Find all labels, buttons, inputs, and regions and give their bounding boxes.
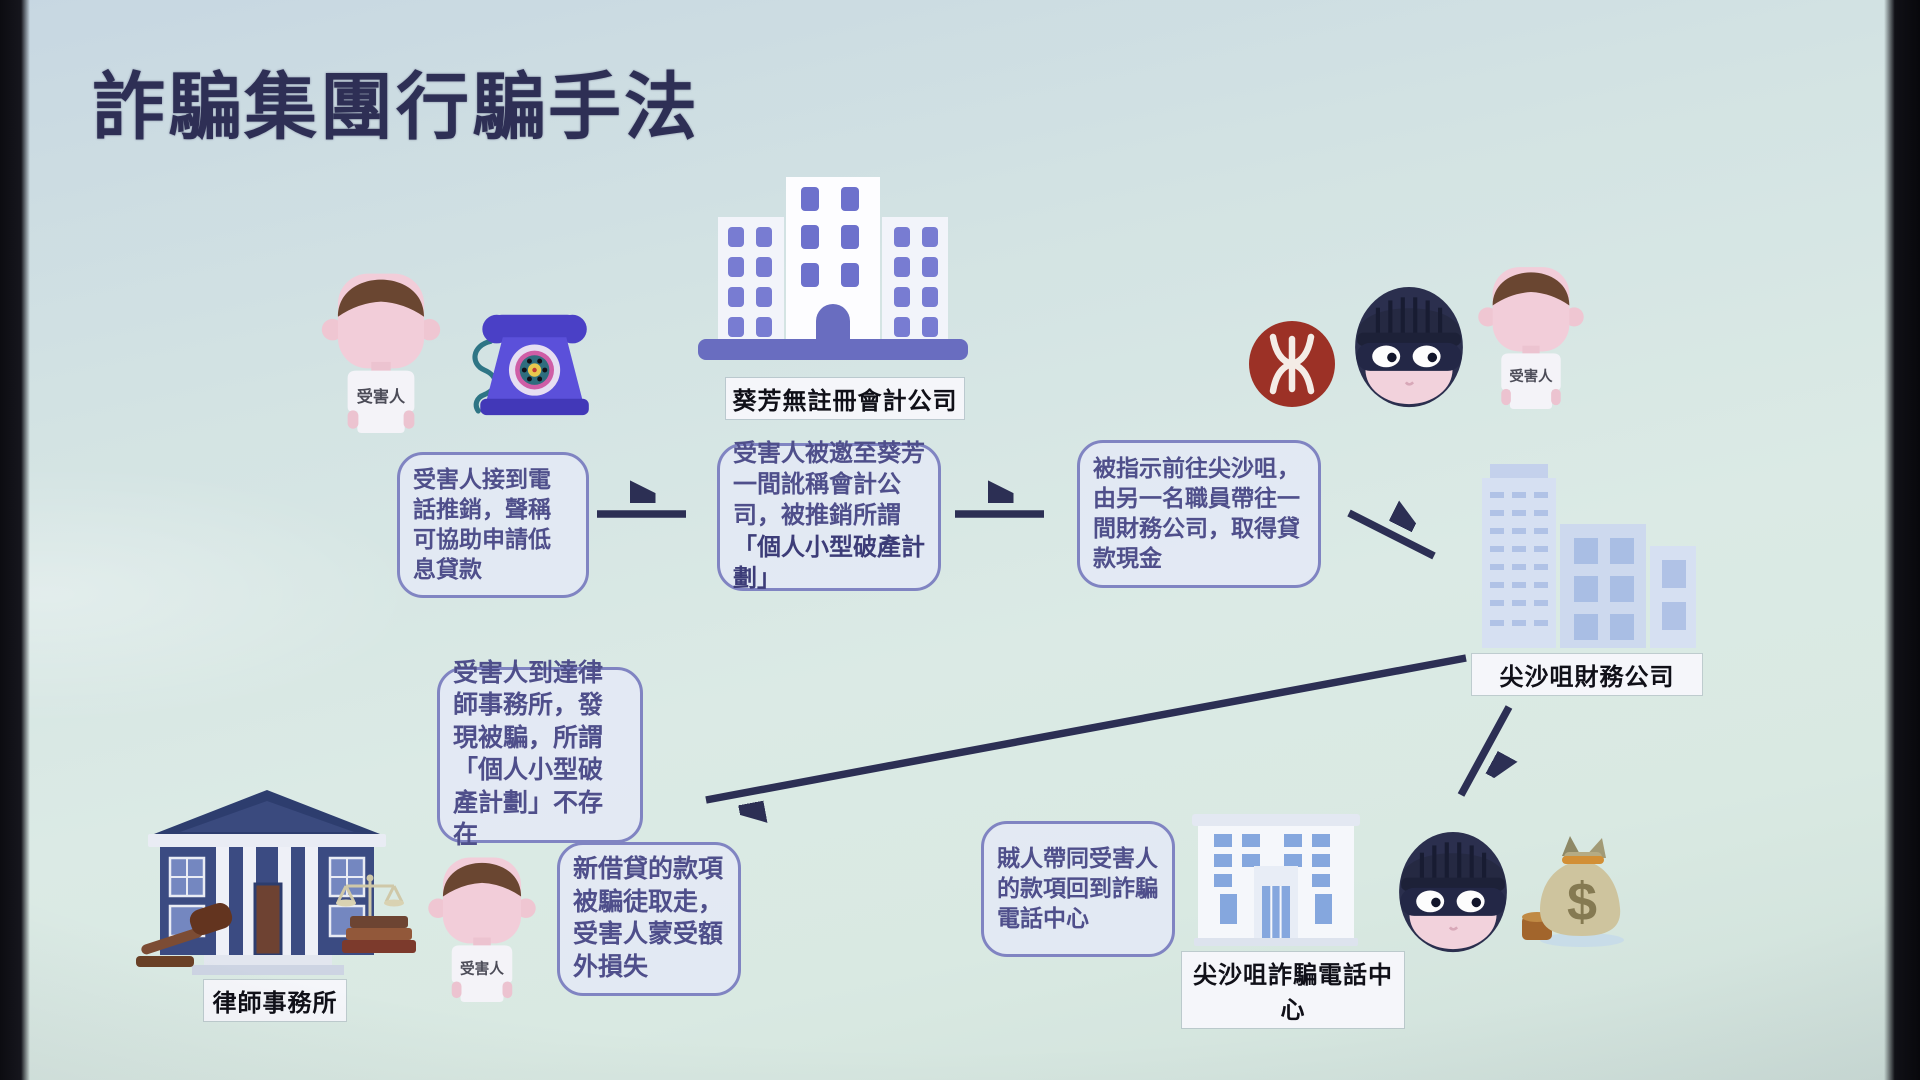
arrow-step3-to-finance-company [1347, 513, 1436, 560]
accounting-building-icon [698, 177, 968, 360]
victim2-label: 受害人 [1509, 367, 1553, 385]
step-box-back-to-call-center: 賊人帶同受害人的款項回到詐騙電話中心 [981, 821, 1175, 957]
scam-call-center-label: 尖沙咀詐騙電話中心 [1182, 952, 1404, 1028]
step-box-money-taken: 新借貸的款項被騙徒取走，受害人蒙受額外損失 [557, 842, 741, 996]
step-box-arrive-law-firm: 受害人到達律師事務所，發現被騙，所謂「個人小型破產計劃」不存在 [437, 660, 643, 849]
finance-buildings-icon [1482, 464, 1696, 648]
arrow-finance-company-to-robber [1457, 705, 1509, 797]
screen-left-edge [0, 0, 30, 1080]
step2-text: 受害人被邀至葵芳一間訛稱會計公司，被推銷所謂「個人小型破產計劃」 [733, 441, 925, 592]
victim-icon: 受害人 [321, 273, 441, 433]
victim-icon: 受害人 [428, 857, 536, 1002]
step1-text: 受害人接到電話推銷，聲稱可協助申請低息貸款 [413, 467, 551, 582]
step5-text: 新借貸的款項被騙徒取走，受害人蒙受額外損失 [573, 856, 724, 981]
step3-text: 被指示前往尖沙咀，由另一名職員帶往一間財務公司，取得貸款現金 [1093, 456, 1300, 571]
victim1-label: 受害人 [357, 387, 406, 406]
step6-text: 賊人帶同受害人的款項回到詐騙電話中心 [997, 846, 1158, 931]
law-firm-label: 律師事務所 [204, 980, 346, 1021]
rotary-phone-icon [472, 314, 589, 416]
accounting-company-label: 葵芳無註冊會計公司 [726, 378, 964, 419]
law-books-icon [342, 916, 416, 953]
page-title: 詐騙集團行騙手法 [92, 67, 700, 148]
dollar-sign: $ [1567, 872, 1597, 932]
step-box-sent-to-tst-finance: 被指示前往尖沙咀，由另一名職員帶往一間財務公司，取得貸款現金 [1077, 440, 1321, 588]
gavel-icon [136, 903, 233, 967]
courthouse-icon [136, 790, 416, 975]
step2-bold-text: 「個人小型破產計劃」 [733, 534, 925, 592]
robber-icon [1355, 286, 1463, 408]
finance-company-label: 尖沙咀財務公司 [1472, 654, 1702, 695]
victim3-label: 受害人 [460, 960, 504, 978]
step-box-taken-to-accounting-firm: 受害人被邀至葵芳一間訛稱會計公司，被推銷所謂「個人小型破產計劃」 [717, 441, 941, 592]
victim-icon: 受害人 [1478, 267, 1584, 409]
arrow-finance-company-to-step4 [705, 654, 1467, 800]
screen-right-edge [1884, 0, 1920, 1080]
money-bag-icon: $ [1522, 836, 1624, 947]
step-box-receive-call: 受害人接到電話推銷，聲稱可協助申請低息貸款 [397, 452, 589, 598]
mtr-logo-icon [1249, 321, 1335, 407]
step4-text: 受害人到達律師事務所，發現被騙，所謂「個人小型破產計劃」不存在 [453, 659, 604, 850]
robber-icon [1399, 831, 1507, 953]
call-center-building-icon [1192, 814, 1360, 946]
